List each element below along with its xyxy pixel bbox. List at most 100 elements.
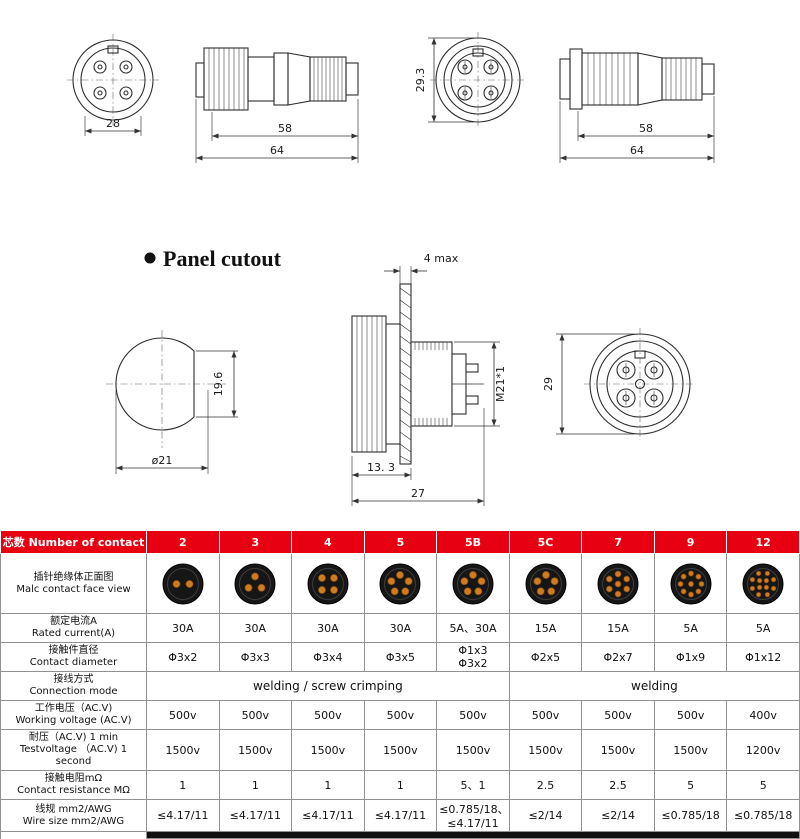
cell-test-voltage-5C: 1500v <box>508 729 583 771</box>
drawing-panel-cutout: 19.6 ø21 <box>106 330 238 474</box>
contact-face-image <box>742 563 784 604</box>
cell-working-voltage-3: 500v <box>218 700 293 730</box>
cell-connection-mode-1: welding <box>508 671 800 701</box>
cell-rated-current-5: 30A <box>363 613 438 643</box>
row-label-cn: 线规 mm2/AWG <box>35 803 112 815</box>
cell-rated-current-3: 30A <box>218 613 293 643</box>
cell-test-voltage-3: 1500v <box>218 729 293 771</box>
cell-face-5C <box>508 553 583 614</box>
contact-face-image <box>525 563 566 604</box>
cell-face-7 <box>581 553 655 614</box>
cell-contact-resistance-4: 1 <box>291 770 365 800</box>
cell-contact-diameter-2: Φ3x2 <box>146 642 220 672</box>
cell-test-voltage-5B: 1500v <box>436 729 510 771</box>
header-col-2: 2 <box>146 530 220 554</box>
cell-rated-current-9: 5A <box>653 613 728 643</box>
cell-face-2 <box>146 553 220 614</box>
cell-contact-resistance-5B: 5、1 <box>436 770 510 800</box>
contact-face-image <box>597 563 639 604</box>
cell-wire-size-12: ≤0.785/18 <box>726 799 800 832</box>
drawing-plug-front-view: 28 <box>67 34 159 136</box>
dim-cutout-diameter: ø21 <box>152 454 173 467</box>
cell-rated-current-5C: 15A <box>508 613 583 643</box>
dim-front-length: 13. 3 <box>367 461 395 474</box>
header-label: 芯数 Number of contact <box>0 530 147 554</box>
contact-face-image <box>670 563 712 604</box>
panel-cutout-label: Panel cutout <box>144 246 282 271</box>
partial-next-row-images <box>146 831 800 839</box>
cell-wire-size-5B: ≤0.785/18、 ≤4.17/11 <box>436 799 510 832</box>
cell-face-9 <box>653 553 728 614</box>
cell-connection-mode-0: welding / screw crimping <box>146 671 510 701</box>
cell-contact-resistance-2: 1 <box>146 770 220 800</box>
cell-wire-size-4: ≤4.17/11 <box>291 799 365 832</box>
header-col-9: 9 <box>653 530 728 554</box>
row-label-cn: 耐压（AC.V) 1 min <box>28 732 119 743</box>
cell-rated-current-2: 30A <box>146 613 220 643</box>
cell-rated-current-4: 30A <box>291 613 365 643</box>
row-partial-next <box>0 831 800 839</box>
cell-test-voltage-4: 1500v <box>291 729 365 771</box>
cell-face-12 <box>726 553 800 614</box>
header-col-5B: 5B <box>436 530 510 554</box>
cell-working-voltage-5: 500v <box>363 700 438 730</box>
row-label-cn: 工作电压（AC.V) <box>34 703 113 714</box>
cell-contact-resistance-7: 2.5 <box>581 770 655 800</box>
cell-working-voltage-5C: 500v <box>508 700 583 730</box>
cell-working-voltage-9: 500v <box>653 700 728 730</box>
dim-total-length: 27 <box>411 487 425 500</box>
cell-rated-current-7: 15A <box>581 613 655 643</box>
dim-rear-diameter: 29 <box>542 377 555 391</box>
row-label-en: Working voltage (AC.V) <box>15 715 132 726</box>
cell-working-voltage-5B: 500v <box>436 700 510 730</box>
dim-socket-side-58: 58 <box>639 122 653 135</box>
cell-face-5 <box>363 553 438 614</box>
cell-face-4 <box>291 553 365 614</box>
row-label-cn: 插针绝缘体正面图 <box>33 571 114 583</box>
cell-contact-diameter-7: Φ2x7 <box>581 642 655 672</box>
header-col-7: 7 <box>581 530 655 554</box>
dim-thread: M21*1 <box>494 366 507 402</box>
cell-working-voltage-4: 500v <box>291 700 365 730</box>
row-label-en: Connection mode <box>29 686 118 697</box>
dim-cutout-flat: 19.6 <box>212 372 225 397</box>
cell-test-voltage-5: 1500v <box>363 729 438 771</box>
cell-test-voltage-2: 1500v <box>146 729 220 771</box>
cell-test-voltage-9: 1500v <box>653 729 728 771</box>
row-label-cn: 接触电阻mΩ <box>44 773 103 784</box>
header-col-12: 12 <box>726 530 800 554</box>
dim-plug-side-64: 64 <box>270 144 284 157</box>
dim-panel-thickness: 4 max <box>424 252 459 265</box>
bullet-icon <box>144 252 156 264</box>
cell-working-voltage-2: 500v <box>146 700 220 730</box>
cell-rated-current-12: 5A <box>726 613 800 643</box>
cell-contact-resistance-9: 5 <box>653 770 728 800</box>
row-label-en: Testvoltage （AC.V) 1 second <box>19 744 128 767</box>
cell-contact-diameter-4: Φ3x4 <box>291 642 365 672</box>
row-label-en: Malc contact face view <box>16 583 131 595</box>
header-col-5: 5 <box>363 530 438 554</box>
cell-working-voltage-7: 500v <box>581 700 655 730</box>
cell-contact-diameter-3: Φ3x3 <box>218 642 293 672</box>
cell-contact-diameter-5B: Φ1x3 Φ3x2 <box>436 642 510 672</box>
contact-face-image <box>234 563 276 604</box>
contact-face-image <box>162 563 204 604</box>
row-label-en: Contact diameter <box>29 657 118 668</box>
cell-contact-diameter-9: Φ1x9 <box>653 642 728 672</box>
cell-contact-resistance-3: 1 <box>218 770 293 800</box>
header-col-3: 3 <box>218 530 293 554</box>
contact-face-image <box>452 563 494 604</box>
header-col-5C: 5C <box>508 530 583 554</box>
dimension-drawings-middle: Panel cutout 19.6 ø21 <box>106 246 696 506</box>
